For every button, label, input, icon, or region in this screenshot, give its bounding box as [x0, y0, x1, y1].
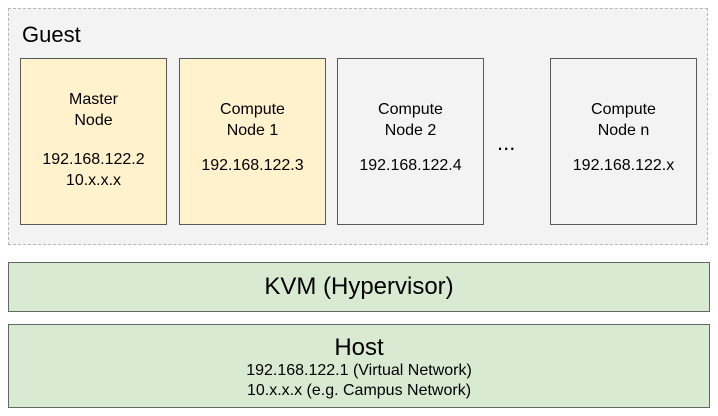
- host-title: Host: [334, 334, 384, 361]
- more-nodes-ellipsis: ...: [497, 130, 516, 155]
- compute-node-n-box: Compute Node n 192.168.122.x: [550, 58, 697, 225]
- compute-node-2-name: Compute Node 2: [378, 99, 443, 141]
- compute-node-n-name-line2: Node n: [597, 122, 650, 139]
- compute-node-1-ip: 192.168.122.3: [201, 157, 304, 174]
- compute-node-n-ip: 192.168.122.x: [572, 157, 675, 174]
- master-node-ips: 192.168.122.2 10.x.x.x: [42, 149, 144, 191]
- host-virtual-network: 192.168.122.1 (Virtual Network): [246, 362, 472, 379]
- hypervisor-layer: KVM (Hypervisor): [8, 262, 710, 312]
- master-node-name-line2: Node: [74, 112, 113, 129]
- master-node-box: Master Node 192.168.122.2 10.x.x.x: [20, 58, 167, 225]
- master-node-ip1: 192.168.122.2: [42, 151, 145, 168]
- compute-node-1-name-line1: Compute: [220, 101, 285, 118]
- guest-title: Guest: [22, 22, 81, 47]
- compute-node-2-name-line1: Compute: [378, 101, 443, 118]
- host-campus-network: 10.x.x.x (e.g. Campus Network): [246, 382, 472, 399]
- master-node-ip2: 10.x.x.x: [65, 172, 122, 189]
- compute-node-2-ip: 192.168.122.4: [359, 157, 462, 174]
- master-node-name-line1: Master: [69, 91, 118, 108]
- compute-node-n-name: Compute Node n: [591, 99, 656, 141]
- hypervisor-label: KVM (Hypervisor): [264, 273, 454, 300]
- master-node-name: Master Node: [69, 89, 118, 131]
- compute-node-2-ips: 192.168.122.4: [359, 155, 461, 176]
- compute-node-n-name-line1: Compute: [591, 101, 656, 118]
- compute-node-1-ips: 192.168.122.3: [201, 155, 303, 176]
- compute-node-n-ips: 192.168.122.x: [573, 155, 674, 176]
- compute-node-1-box: Compute Node 1 192.168.122.3: [179, 58, 326, 225]
- compute-node-2-box: Compute Node 2 192.168.122.4: [337, 58, 484, 225]
- compute-node-1-name-line2: Node 1: [226, 122, 279, 139]
- compute-node-1-name: Compute Node 1: [220, 99, 285, 141]
- host-layer: Host 192.168.122.1 (Virtual Network) 10.…: [8, 324, 710, 408]
- compute-node-2-name-line2: Node 2: [384, 122, 437, 139]
